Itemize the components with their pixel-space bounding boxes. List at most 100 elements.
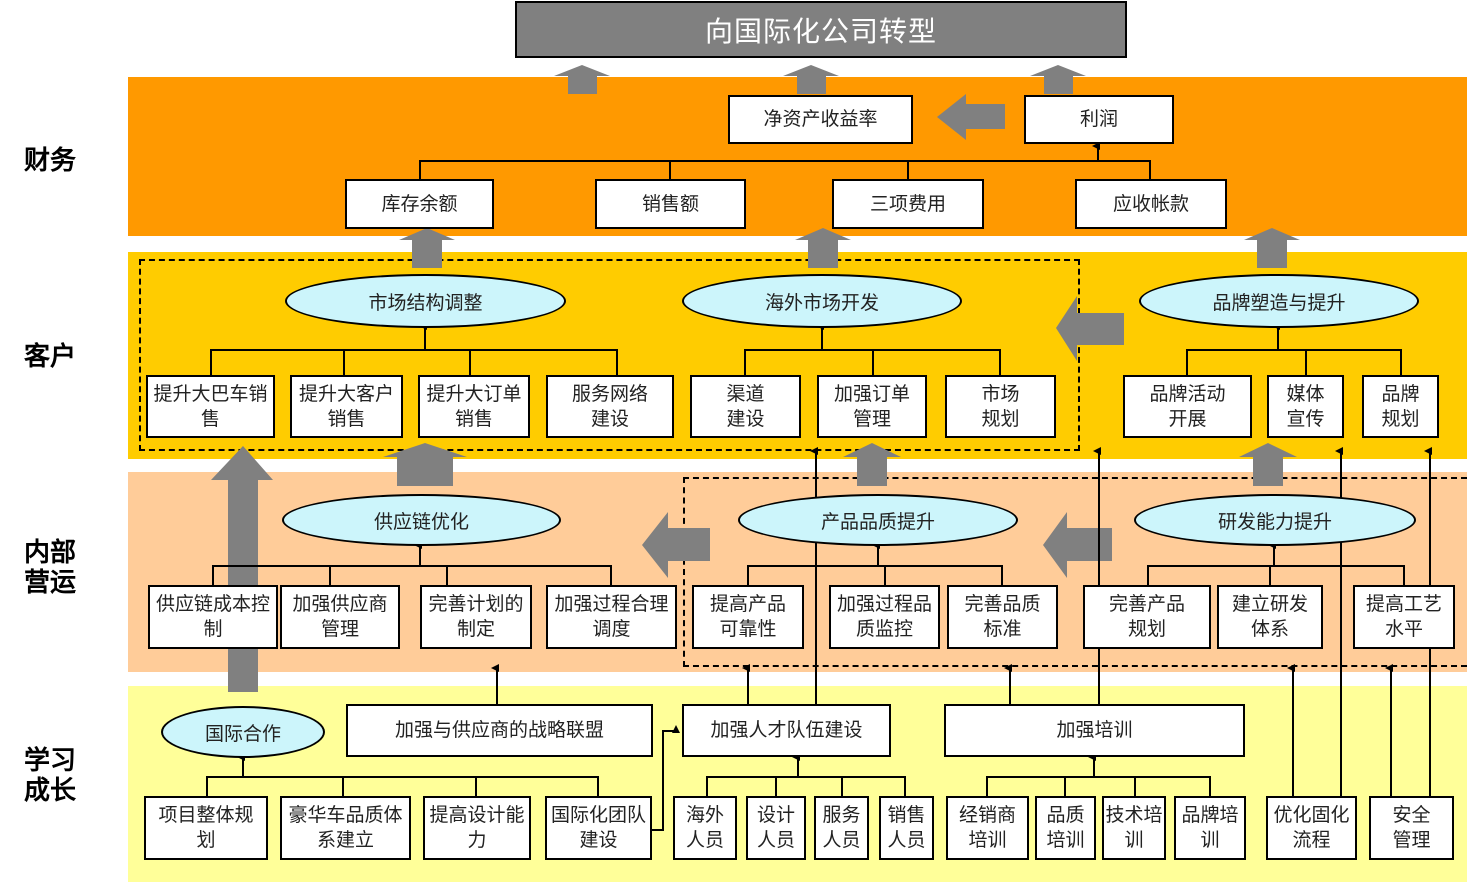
box-line: 规划	[1127, 618, 1166, 640]
learning-item-box[interactable]: 品牌培训	[1174, 796, 1246, 860]
learning-mid-box[interactable]: 加强人才队伍建设	[682, 704, 891, 757]
internal-item-box[interactable]: 完善品质标准	[947, 585, 1058, 649]
box-line: 经销商	[958, 804, 1016, 826]
learning-objective-oval[interactable]: 国际合作	[161, 706, 325, 758]
box-line: 建立研发	[1231, 593, 1308, 615]
internal-item-box[interactable]: 提高工艺水平	[1353, 585, 1455, 649]
box-line: 完善计划的	[428, 593, 524, 615]
customer-objective-oval[interactable]: 市场结构调整	[285, 274, 566, 328]
finance-item-box[interactable]: 库存余额	[345, 179, 494, 229]
box-line: 优化固化	[1273, 804, 1350, 826]
box-line: 品牌活动	[1149, 382, 1226, 405]
strategy-title: 向国际化公司转型	[515, 1, 1127, 58]
box-line: 国际化团队	[550, 804, 646, 826]
box-line: 可靠性	[719, 618, 777, 640]
box-line: 调度	[592, 618, 631, 640]
finance-item-box[interactable]: 销售额	[595, 179, 746, 229]
internal-item-box[interactable]: 建立研发体系	[1217, 585, 1323, 649]
box-line: 品牌	[1381, 382, 1420, 405]
customer-item-box[interactable]: 加强订单管理	[817, 375, 927, 438]
internal-item-box[interactable]: 完善产品规划	[1083, 585, 1211, 649]
box-line: 管理	[320, 618, 359, 640]
finance-profit-box[interactable]: 利润	[1024, 95, 1174, 144]
box-line: 供应链成本控	[155, 593, 270, 615]
box-line: 服务网络	[571, 382, 648, 405]
learning-item-box[interactable]: 项目整体规划	[144, 796, 268, 860]
box-line: 划	[196, 829, 216, 851]
perspective-customer-label: 客户	[23, 342, 76, 372]
box-line: 建设	[579, 829, 618, 851]
box-line: 人员	[822, 829, 861, 851]
learning-item-box[interactable]: 设计人员	[746, 796, 806, 860]
learning-mid-box[interactable]: 加强与供应商的战略联盟	[346, 704, 653, 757]
internal-item-box[interactable]: 完善计划的制定	[420, 585, 532, 649]
learning-item-box[interactable]: 服务人员	[814, 796, 869, 860]
customer-item-box[interactable]: 提升大客户销售	[290, 375, 403, 438]
box-line: 项目整体规	[158, 804, 254, 826]
box-line: 规划	[981, 407, 1020, 430]
box-line: 市场	[981, 382, 1020, 405]
internal-item-box[interactable]: 加强供应商管理	[280, 585, 400, 649]
learning-item-box[interactable]: 技术培训	[1102, 796, 1166, 860]
learning-item-box[interactable]: 豪华车品质体系建立	[280, 796, 411, 860]
learning-item-box[interactable]: 品质培训	[1035, 796, 1096, 860]
box-line: 服务	[822, 804, 861, 826]
box-line: 培训	[1046, 829, 1085, 851]
box-line: 品牌培	[1181, 804, 1239, 826]
learning-item-box[interactable]: 优化固化流程	[1266, 796, 1357, 860]
box-line: 规划	[1381, 407, 1420, 430]
box-line: 提升大巴车销	[153, 382, 268, 405]
perspective-internal-line1: 内部	[23, 538, 76, 568]
internal-item-box[interactable]: 加强过程品质监控	[829, 585, 940, 649]
box-line: 设计	[756, 804, 795, 826]
learning-item-box[interactable]: 安全管理	[1369, 796, 1454, 860]
box-line: 开展	[1168, 407, 1207, 430]
box-line: 训	[1124, 829, 1144, 851]
perspective-learning-label: 学习 成长	[0, 746, 100, 806]
customer-item-box[interactable]: 提升大巴车销售	[146, 375, 275, 438]
customer-item-box[interactable]: 媒体宣传	[1267, 375, 1344, 438]
box-line: 提高设计能	[429, 804, 525, 826]
box-line: 体系	[1250, 618, 1289, 640]
box-line: 力	[467, 829, 487, 851]
customer-item-box[interactable]: 渠道建设	[690, 375, 801, 438]
customer-item-box[interactable]: 服务网络建设	[546, 375, 674, 438]
internal-item-box[interactable]: 加强过程合理调度	[546, 585, 677, 649]
learning-item-box[interactable]: 国际化团队建设	[545, 796, 652, 860]
customer-objective-oval[interactable]: 海外市场开发	[682, 274, 962, 328]
finance-item-box[interactable]: 三项费用	[832, 179, 984, 229]
box-line: 制定	[456, 618, 495, 640]
box-line: 水平	[1384, 618, 1423, 640]
learning-item-box[interactable]: 提高设计能力	[423, 796, 531, 860]
customer-item-box[interactable]: 品牌活动开展	[1123, 375, 1252, 438]
internal-objective-oval[interactable]: 研发能力提升	[1134, 494, 1416, 546]
finance-roe-box[interactable]: 净资产收益率	[728, 95, 913, 144]
box-line: 提高产品	[709, 593, 786, 615]
box-line: 制	[203, 618, 223, 640]
internal-objective-oval[interactable]: 产品品质提升	[738, 494, 1018, 546]
customer-objective-oval[interactable]: 品牌塑造与提升	[1139, 274, 1419, 328]
box-line: 销售	[454, 407, 493, 430]
customer-item-box[interactable]: 提升大订单销售	[418, 375, 530, 438]
internal-item-box[interactable]: 供应链成本控制	[148, 585, 278, 649]
finance-item-box[interactable]: 应收帐款	[1075, 179, 1227, 229]
internal-item-box[interactable]: 提高产品可靠性	[692, 585, 804, 649]
box-line: 管理	[1392, 829, 1431, 851]
box-line: 人员	[887, 829, 926, 851]
perspective-finance-label: 财务	[23, 146, 76, 176]
internal-objective-oval[interactable]: 供应链优化	[282, 494, 561, 546]
box-line: 建设	[726, 407, 765, 430]
customer-item-box[interactable]: 品牌规划	[1362, 375, 1439, 438]
customer-item-box[interactable]: 市场规划	[945, 375, 1056, 438]
box-line: 安全	[1392, 804, 1431, 826]
learning-item-box[interactable]: 销售人员	[879, 796, 934, 860]
box-line: 品质	[1046, 804, 1085, 826]
box-line: 人员	[685, 829, 724, 851]
box-line: 训	[1200, 829, 1220, 851]
box-line: 系建立	[316, 829, 374, 851]
learning-mid-box[interactable]: 加强培训	[944, 704, 1245, 757]
box-line: 豪华车品质体	[288, 804, 403, 826]
learning-item-box[interactable]: 海外人员	[673, 796, 737, 860]
box-line: 流程	[1292, 829, 1331, 851]
learning-item-box[interactable]: 经销商培训	[946, 796, 1029, 860]
